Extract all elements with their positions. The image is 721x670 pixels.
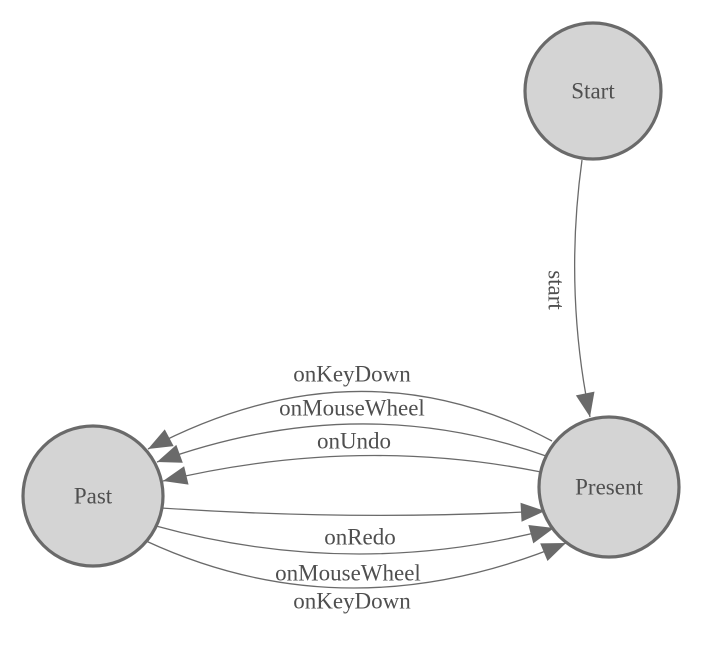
edge-present-to-past xyxy=(162,454,542,482)
node-label-past: Past xyxy=(74,483,113,508)
arrowhead-icon xyxy=(163,466,189,485)
edge-label: onKeyDown xyxy=(293,588,411,613)
node-start xyxy=(523,21,663,161)
edge-label: onKeyDown xyxy=(293,361,411,386)
arrowhead-icon xyxy=(575,391,595,417)
arrowhead-icon xyxy=(520,502,545,522)
node-past xyxy=(21,424,165,568)
edge-past-to-present xyxy=(155,525,555,555)
edge-label: start xyxy=(544,270,569,310)
edge-label: onRedo xyxy=(324,524,396,549)
arrowhead-icon xyxy=(540,543,566,561)
node-label-start: Start xyxy=(571,78,615,103)
edge-label: onUndo xyxy=(317,428,391,453)
edge-present-to-past xyxy=(147,390,553,450)
arrowhead-icon xyxy=(157,444,183,463)
edge-label: onMouseWheel xyxy=(279,395,425,420)
edge-past-to-present xyxy=(145,540,567,589)
edge-present-to-past xyxy=(156,423,547,463)
arrowhead-icon xyxy=(148,429,174,449)
node-present xyxy=(537,415,681,559)
arrowhead-icon xyxy=(528,525,554,544)
edge-past-to-present xyxy=(160,507,546,516)
edge-label: onMouseWheel xyxy=(275,560,421,585)
node-label-present: Present xyxy=(575,474,643,499)
edge-start-to-present xyxy=(573,159,591,418)
